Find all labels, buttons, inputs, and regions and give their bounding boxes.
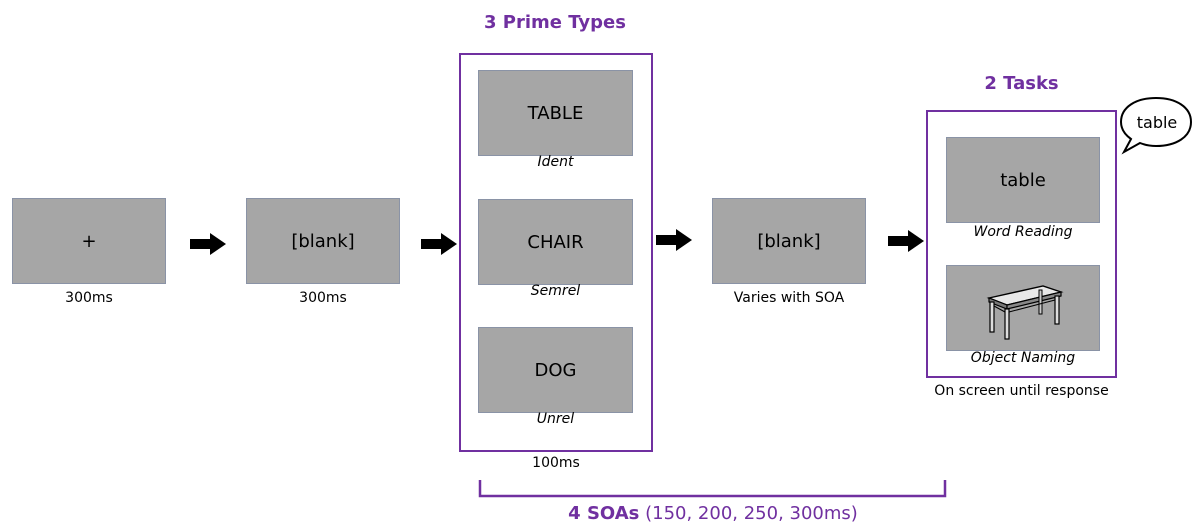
word-reading-screen: table [946,137,1100,223]
blank-text-1: [blank] [291,230,355,252]
object-naming-label: Object Naming [970,350,1076,366]
soa-label: 4 SOAs (150, 200, 250, 300ms) [478,503,948,524]
speech-bubble-icon [1119,96,1193,155]
arrow-right-icon [888,230,924,252]
prime-type-unrel: Unrel [536,411,575,427]
soa-values: (150, 200, 250, 300ms) [645,503,858,524]
arrow-right-icon [190,233,226,255]
prime-word-semrel: CHAIR [527,231,584,253]
prime-type-ident: Ident [537,154,574,170]
tasks-duration: On screen until response [934,383,1109,399]
prime-screen-ident: TABLE [478,70,633,156]
prime-screen-unrel: DOG [478,327,633,413]
arrow-right-icon [656,229,692,251]
prime-word-ident: TABLE [527,102,584,124]
fixation-duration: 300ms [65,290,113,306]
prime-types-frame [459,53,653,452]
blank-duration-1: 300ms [299,290,347,306]
arrow-right-icon [421,233,457,255]
word-reading-label: Word Reading [973,224,1073,240]
table-image-icon [986,285,1064,340]
prime-type-semrel: Semrel [530,283,581,299]
prime-screen-semrel: CHAIR [478,199,633,285]
soa-bracket [478,480,947,498]
tasks-title: 2 Tasks [984,73,1059,94]
word-reading-target: table [1000,169,1046,191]
fixation-cross: + [81,230,97,252]
soa-count: 4 SOAs [568,503,640,524]
blank-screen-1: [blank] [246,198,400,284]
prime-types-title: 3 Prime Types [484,12,626,33]
speech-bubble-text: table [1136,113,1178,132]
blank-duration-2: Varies with SOA [733,290,845,306]
tasks-frame [926,110,1117,378]
object-naming-screen [946,265,1100,351]
fixation-screen: + [12,198,166,284]
prime-duration: 100ms [532,455,580,471]
prime-word-unrel: DOG [534,359,577,381]
blank-screen-2: [blank] [712,198,866,284]
blank-text-2: [blank] [757,230,821,252]
